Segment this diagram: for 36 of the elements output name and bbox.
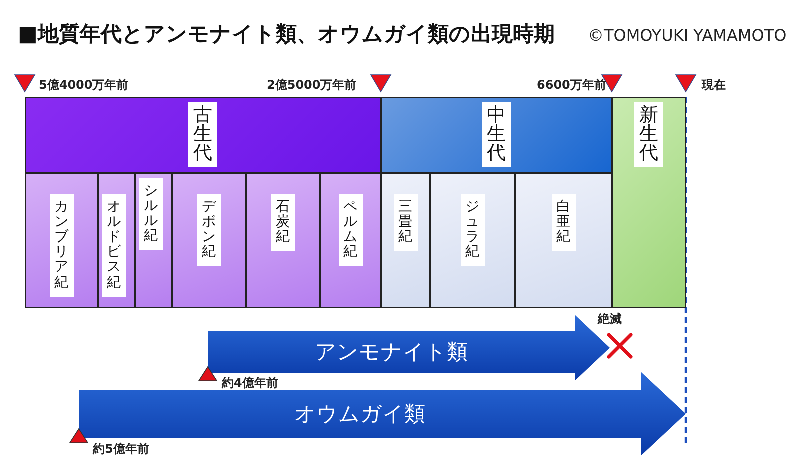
period-label: シルル紀 xyxy=(139,178,163,250)
period-label: カンブリア紀 xyxy=(50,194,74,297)
era-label: 新生代 xyxy=(634,102,664,167)
era-band xyxy=(612,97,686,308)
period-label: 三畳紀 xyxy=(394,194,418,252)
arrow-label: オウムガイ類 xyxy=(294,401,426,428)
period-column xyxy=(430,173,515,308)
period-column xyxy=(381,173,430,308)
era-band xyxy=(381,97,612,173)
time-label: 6600万年前 xyxy=(537,77,606,94)
time-label: 現在 xyxy=(702,77,726,94)
period-label: ペルム紀 xyxy=(338,194,362,266)
period-column xyxy=(25,173,98,308)
period-label: オルドビス紀 xyxy=(102,194,126,297)
span-bar xyxy=(79,372,686,456)
time-label: 約4億年前 xyxy=(222,375,278,392)
period-column xyxy=(98,173,135,308)
period-label: ジュラ紀 xyxy=(460,194,484,266)
copyright-text: ©TOMOYUKI YAMAMOTO xyxy=(588,26,787,45)
title: ■地質年代とアンモナイト類、オウムガイ類の出現時期 xyxy=(18,21,555,48)
time-label: 約5億年前 xyxy=(93,441,150,457)
period-label: デボン紀 xyxy=(197,194,221,266)
period-column xyxy=(172,173,246,308)
era-label: 中生代 xyxy=(482,102,511,167)
period-label: 石炭紀 xyxy=(271,194,295,252)
time-label: 2億5000万年前 xyxy=(267,77,357,94)
period-column xyxy=(515,173,612,308)
period-column xyxy=(135,173,172,308)
arrow-label: アンモナイト類 xyxy=(314,339,469,366)
period-label: 白亜紀 xyxy=(552,194,576,252)
extinction-label: 絶滅 xyxy=(598,311,622,328)
time-label: 5億4000万年前 xyxy=(39,77,129,94)
period-column xyxy=(320,173,381,308)
period-column xyxy=(246,173,320,308)
era-label: 古生代 xyxy=(188,102,218,167)
era-band xyxy=(25,97,381,173)
